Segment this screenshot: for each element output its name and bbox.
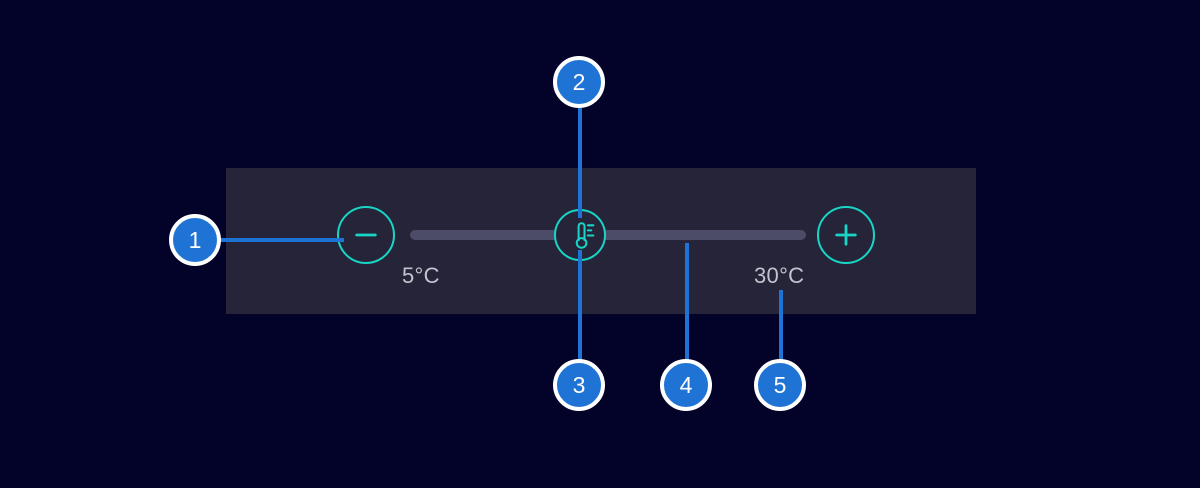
callout-leader-2 [578,108,582,218]
callout-leader-5 [779,290,783,360]
plus-icon [835,224,857,246]
callout-badge-3[interactable]: 3 [553,359,605,411]
callout-leader-1 [216,238,344,242]
increase-temperature-button[interactable] [817,206,875,264]
min-temperature-label: 5°C [402,263,440,288]
slider-track[interactable] [410,230,806,240]
thermometer-icon [575,222,595,249]
callout-leader-3 [578,250,582,360]
callout-badge-4[interactable]: 4 [660,359,712,411]
callout-badge-2[interactable]: 2 [553,56,605,108]
callout-badge-5[interactable]: 5 [754,359,806,411]
callout-leader-4 [685,243,689,360]
callout-badge-1[interactable]: 1 [169,214,221,266]
decrease-temperature-button[interactable] [337,206,395,264]
minus-icon [355,233,377,237]
max-temperature-label: 30°C [754,263,805,288]
